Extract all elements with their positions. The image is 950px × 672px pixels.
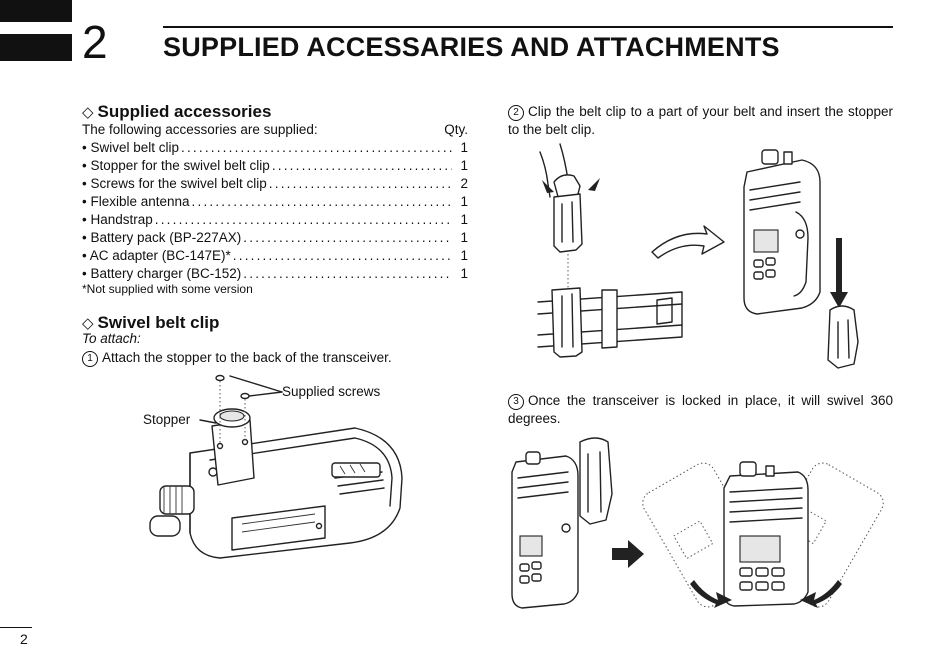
page-number: 2	[20, 631, 28, 647]
dot-leader: ........................................…	[191, 194, 452, 209]
dot-leader: ........................................…	[268, 176, 452, 191]
dot-leader: ........................................…	[232, 248, 452, 263]
diamond-outline-icon: ◇	[82, 104, 94, 121]
step-3-number: 3	[508, 394, 524, 410]
accessory-name: • Battery pack (BP-227AX)	[82, 230, 242, 245]
chapter-title: SUPPLIED ACCESSARIES AND ATTACHMENTS	[163, 32, 780, 62]
stopper-callout: Stopper	[143, 412, 191, 427]
accessory-name: • Stopper for the swivel belt clip	[82, 158, 270, 173]
accessory-name: • AC adapter (BC-147E)*	[82, 248, 231, 263]
accessory-name: • Screws for the swivel belt clip	[82, 176, 267, 191]
accessory-item: • Flexible antenna......................…	[82, 193, 468, 211]
chapter-tab-bar	[0, 34, 72, 61]
accessory-item: • Swivel belt clip......................…	[82, 139, 468, 157]
accessory-item: • Handstrap.............................…	[82, 211, 468, 229]
step-3-text: Once the transceiver is locked in place,…	[508, 393, 893, 426]
qty-header: Qty.	[444, 122, 468, 137]
dot-leader: ........................................…	[243, 266, 452, 281]
accessory-item: • Battery charger (BC-152)..............…	[82, 265, 468, 283]
stopper-attach-illustration	[149, 374, 403, 559]
accessory-qty: 1	[460, 212, 468, 227]
accessory-name: • Flexible antenna	[82, 194, 190, 209]
page-number-rule	[0, 627, 32, 628]
accessory-qty: 1	[460, 158, 468, 173]
diamond-outline-icon: ◇	[82, 315, 94, 332]
accessory-name: • Battery charger (BC-152)	[82, 266, 242, 281]
swivel-illustration	[511, 437, 884, 609]
accessory-name: • Handstrap	[82, 212, 153, 227]
accessories-note: *Not supplied with some version	[82, 282, 253, 296]
supplied-accessories-heading: ◇Supplied accessories	[82, 102, 271, 122]
accessory-name: • Swivel belt clip	[82, 140, 180, 155]
step-1-number: 1	[82, 351, 98, 367]
step-2-text: Clip the belt clip to a part of your bel…	[508, 104, 893, 137]
accessory-qty: 1	[460, 248, 468, 263]
belt-clip-illustration	[537, 143, 859, 369]
accessory-qty: 2	[460, 176, 468, 191]
accessory-qty: 1	[460, 266, 468, 281]
accessories-intro-row: The following accessories are supplied: …	[82, 121, 468, 139]
swivel-belt-clip-heading: ◇Swivel belt clip	[82, 313, 219, 333]
accessory-qty: 1	[460, 194, 468, 209]
accessory-item: • Battery pack (BP-227AX)...............…	[82, 229, 468, 247]
dot-leader: ........................................…	[181, 140, 452, 155]
accessory-item: • Stopper for the swivel belt clip......…	[82, 157, 468, 175]
supplied-accessories-heading-text: Supplied accessories	[97, 102, 272, 121]
screws-callout: Supplied screws	[282, 384, 381, 399]
chapter-number: 2	[82, 16, 108, 68]
step-1-text: Attach the stopper to the back of the tr…	[102, 350, 392, 365]
swivel-belt-clip-heading-text: Swivel belt clip	[97, 313, 220, 332]
accessory-qty: 1	[460, 140, 468, 155]
to-attach-label: To attach:	[82, 331, 141, 346]
accessory-item: • Screws for the swivel belt clip.......…	[82, 175, 468, 193]
dot-leader: ........................................…	[271, 158, 452, 173]
step-1: 1 Attach the stopper to the back of the t…	[82, 349, 472, 367]
accessories-intro: The following accessories are supplied:	[82, 122, 318, 137]
dot-leader: ........................................…	[154, 212, 452, 227]
dot-leader: ........................................…	[243, 230, 452, 245]
accessories-list: • Swivel belt clip......................…	[82, 139, 468, 283]
title-rule	[163, 26, 893, 28]
chapter-tab-top-bar	[0, 0, 72, 22]
accessory-qty: 1	[460, 230, 468, 245]
accessory-item: • AC adapter (BC-147E)*.................…	[82, 247, 468, 265]
step-2-number: 2	[508, 105, 524, 121]
